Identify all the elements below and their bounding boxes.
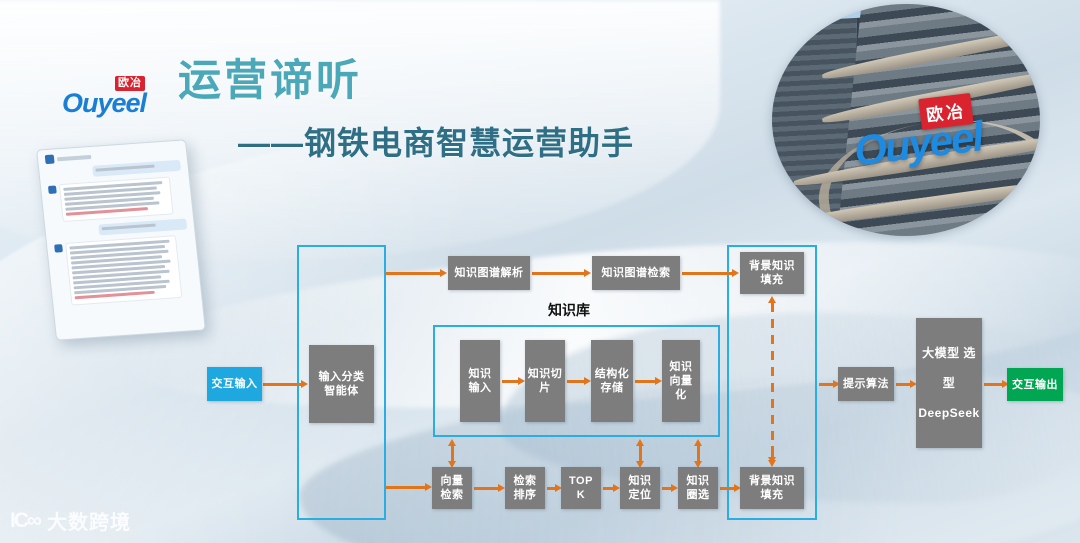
node-bg-knowledge-fill-top[interactable]: 背景知识填充 (740, 252, 804, 294)
node-label: 提示算法 (843, 378, 889, 390)
node-label: 背景知识填充 (749, 260, 795, 286)
node-label: 知识图谱解析 (454, 267, 524, 279)
node-kg-retrieve[interactable]: 知识图谱检索 (592, 256, 680, 290)
node-label: 知识图谱检索 (601, 267, 671, 279)
node-label: 知识输入 (468, 368, 492, 394)
node-knowledge-chunk[interactable]: 知识切片 (525, 340, 565, 422)
chat-bubble-user (92, 159, 182, 177)
avatar (47, 185, 57, 194)
arrow-input-to-agent (263, 380, 308, 387)
node-label-model-title: 大模型 选型 (922, 346, 976, 390)
watermark-logo-mark: IC∞ (10, 508, 42, 532)
building-photo: 欧冶 Ouyeel (772, 4, 1040, 236)
node-label: 输入分类智能体 (318, 371, 365, 397)
node-knowledge-select[interactable]: 知识圈选 (678, 467, 718, 509)
arrow-prompt-to-big-model (896, 380, 917, 387)
node-search-rank[interactable]: 检索排序 (505, 467, 545, 509)
knowledge-base-label: 知识库 (548, 302, 590, 318)
node-label: 向量检索 (440, 475, 464, 501)
arrow-locate-to-select (662, 484, 678, 491)
watermark: IC∞ 大数跨境 (10, 506, 131, 535)
node-label: 交互输入 (211, 378, 258, 390)
arrow-kb-to-vector-search (448, 439, 455, 468)
arrow-kg-parse-to-retrieve (532, 269, 591, 276)
arrow-vector-search-to-rank (474, 484, 505, 491)
chat-bubble-assistant (58, 176, 174, 223)
node-knowledge-input[interactable]: 知识输入 (460, 340, 500, 422)
arrow-bg-fill-sync (768, 296, 775, 464)
ouyeel-logo-badge: 欧冶 (115, 76, 145, 91)
node-kg-parse[interactable]: 知识图谱解析 (448, 256, 530, 290)
arrow-agent-to-kg-parse (386, 269, 447, 276)
arrow-kb-to-knowledge-select (694, 439, 701, 468)
ouyeel-logo-wordmark: Ouyeel (62, 88, 147, 118)
node-label: 知识定位 (628, 475, 652, 501)
node-big-model[interactable]: 大模型 选型 DeepSeek (916, 318, 982, 448)
node-structured-storage[interactable]: 结构化存储 (591, 340, 633, 422)
arrow-big-model-to-output (984, 380, 1009, 387)
node-label: 知识圈选 (686, 475, 710, 501)
node-input-classify-agent[interactable]: 输入分类智能体 (309, 345, 374, 423)
node-bg-knowledge-fill-bottom[interactable]: 背景知识填充 (740, 467, 804, 509)
node-label: 结构化存储 (594, 368, 630, 394)
chat-screenshot-mockup (36, 139, 206, 341)
arrow-select-to-bg-fill-bottom (720, 484, 741, 491)
mockup-title-placeholder (56, 154, 92, 161)
avatar (44, 154, 55, 165)
page-subtitle: ——钢铁电商智慧运营助手 (238, 125, 635, 161)
avatar (54, 244, 63, 253)
node-prompt-algorithm[interactable]: 提示算法 (838, 367, 894, 401)
watermark-text: 大数跨境 (46, 512, 131, 534)
chat-bubble-assistant (64, 235, 183, 306)
arrow-topk-to-locate (603, 484, 620, 491)
node-interactive-output[interactable]: 交互输出 (1007, 368, 1063, 401)
arrow-agent-to-vector-search (386, 483, 436, 490)
node-label: 检索排序 (513, 475, 537, 501)
node-knowledge-locate[interactable]: 知识定位 (620, 467, 660, 509)
arrow-kb-to-knowledge-locate (636, 439, 643, 468)
arrow-knowledge-input-to-chunk (502, 377, 525, 384)
node-interactive-input[interactable]: 交互输入 (207, 367, 262, 401)
node-label: 知识切片 (527, 368, 563, 394)
page-title: 运营谛听 (178, 57, 362, 105)
node-vector-search[interactable]: 向量检索 (432, 467, 472, 509)
node-label: 背景知识填充 (749, 475, 795, 501)
arrow-bg-fill-to-prompt (819, 380, 840, 387)
node-label-model-name: DeepSeek (918, 406, 980, 420)
arrow-chunk-to-storage (567, 377, 591, 384)
arrow-rank-to-topk (547, 484, 562, 491)
node-knowledge-vectorize[interactable]: 知识向量化 (662, 340, 700, 422)
node-label: 交互输出 (1012, 378, 1058, 391)
arrow-kg-retrieve-to-bg-fill-top (682, 269, 739, 276)
arrow-storage-to-vectorize (635, 377, 662, 384)
ouyeel-logo: 欧冶 Ouyeel (62, 76, 147, 119)
chat-row-assistant (54, 234, 195, 311)
node-label: 知识向量化 (669, 361, 693, 401)
